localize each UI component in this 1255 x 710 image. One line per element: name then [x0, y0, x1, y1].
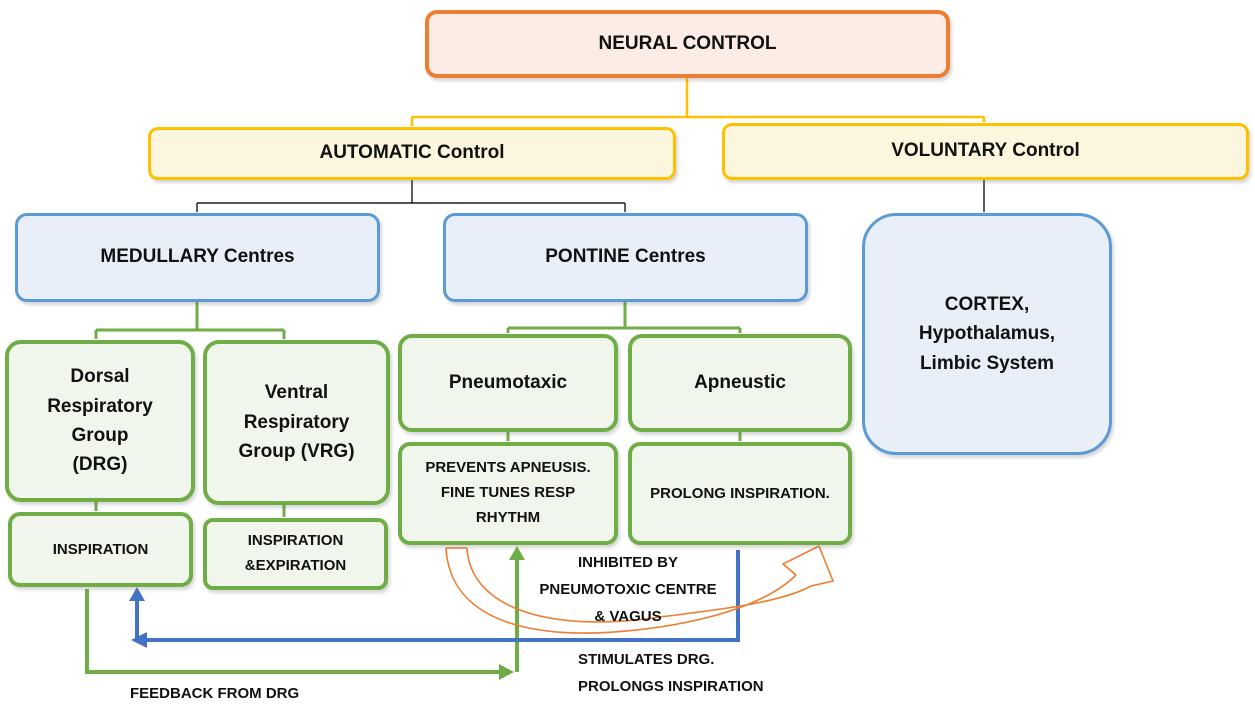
arrow-inhibited-curve-outer	[445, 547, 797, 634]
arrow-inhibited-head-right	[810, 545, 835, 587]
arrow-feedback-shaft	[85, 589, 500, 674]
node-medullary-centres: MEDULLARY Centres	[15, 213, 380, 302]
node-prolong-inspiration: PROLONG INSPIRATION.	[628, 442, 852, 545]
arrow-feedback-head-right	[499, 664, 514, 680]
arrow-feedback-green	[85, 546, 525, 680]
node-inspiration-expiration: INSPIRATION &EXPIRATION	[203, 518, 388, 590]
node-pneumotaxic: Pneumotaxic	[398, 334, 618, 432]
arrow-stimulates-blue	[129, 550, 740, 648]
node-cortex-hypothalamus-limbic: CORTEX, Hypothalamus, Limbic System	[862, 213, 1112, 455]
node-inspiration: INSPIRATION	[8, 512, 193, 587]
node-apneustic: Apneustic	[628, 334, 852, 432]
connector-medullary-split	[94, 302, 286, 339]
arrow-label-feedback: FEEDBACK FROM DRG	[130, 685, 300, 702]
connector-automatic-split	[196, 180, 626, 212]
node-ventral-respiratory-group: Ventral Respiratory Group (VRG)	[203, 340, 390, 505]
arrow-feedback-head-up	[509, 546, 525, 560]
node-pontine-centres: PONTINE Centres	[443, 213, 808, 302]
connector-neural-split	[410, 78, 986, 126]
node-dorsal-respiratory-group: Dorsal Respiratory Group (DRG)	[5, 340, 195, 502]
arrow-label-stimulates: STIMULATES DRG. PROLONGS INSPIRATION	[578, 651, 764, 695]
node-neural-control: NEURAL CONTROL	[425, 10, 950, 78]
node-automatic-control: AUTOMATIC Control	[148, 127, 676, 180]
node-prevents-apneusis: PREVENTS APNEUSIS. FINE TUNES RESP RHYTH…	[398, 442, 618, 545]
connector-pontine-split	[506, 302, 742, 333]
node-voluntary-control: VOLUNTARY Control	[722, 123, 1249, 180]
arrow-stimulates-shaft	[147, 550, 740, 642]
arrow-label-inhibited: INHIBITED BY PNEUMOTOXIC CENTRE & VAGUS	[539, 554, 717, 625]
connector-sub-stubs	[94, 432, 742, 517]
arrow-stimulates-head-up	[129, 587, 145, 601]
arrow-inhibited-curve-inner	[466, 547, 812, 623]
arrow-inhibited-orange	[445, 545, 835, 634]
arrow-inhibited-head-left	[781, 545, 820, 576]
